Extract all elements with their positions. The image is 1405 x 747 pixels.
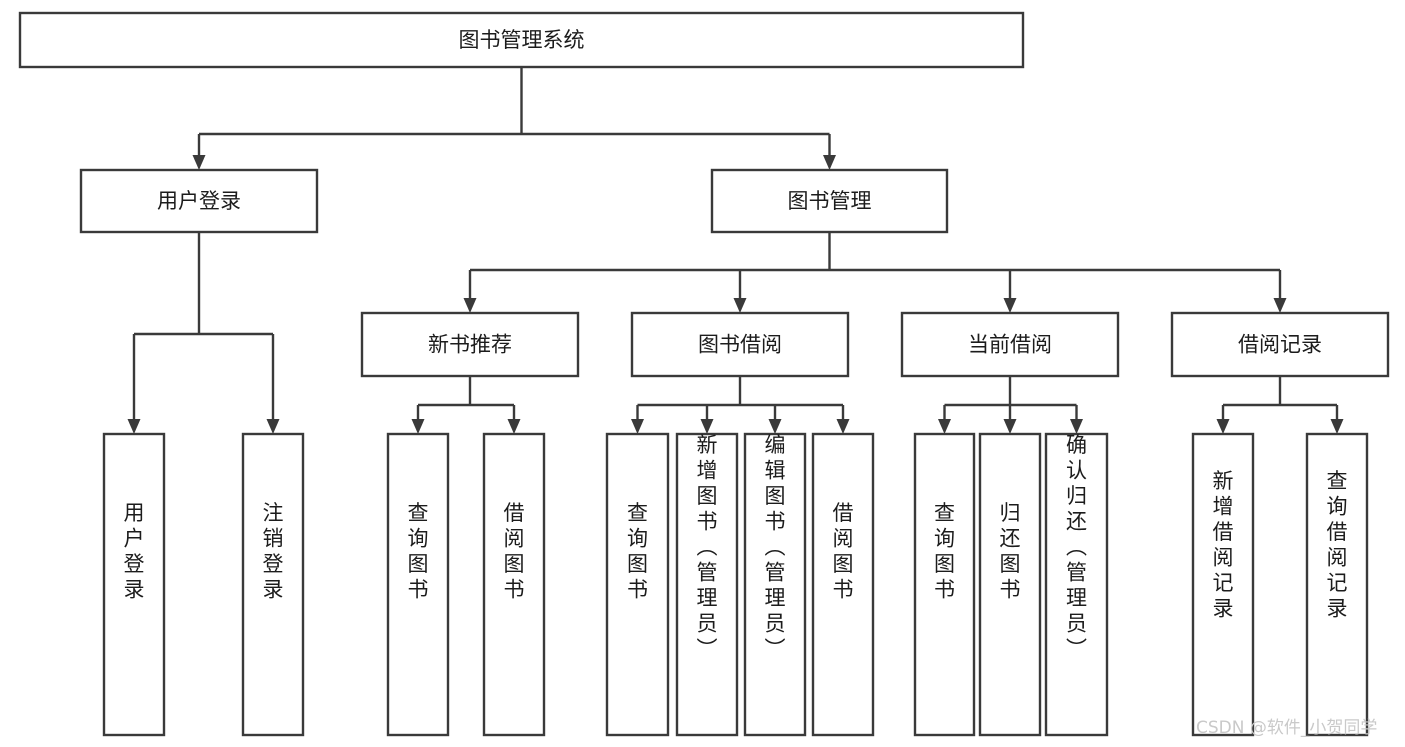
csdn-watermark: CSDN @软件_小贺同学 bbox=[1196, 718, 1377, 738]
node-label-leaf-return-book: 归还图书 bbox=[1000, 501, 1021, 602]
connector-current-borrow-to-leaves bbox=[938, 376, 1083, 434]
node-label-leaf-borrow-book: 借阅图书 bbox=[833, 501, 854, 602]
node-label-user-login: 用户登录 bbox=[157, 189, 241, 213]
node-box-root bbox=[18, 11, 1025, 69]
node-leaf-query-book-rec[interactable]: 查询图书 bbox=[386, 432, 450, 737]
connector-borrow-records-to-leaves bbox=[1216, 376, 1344, 434]
node-label-leaf-query-book-current: 查询图书 bbox=[934, 501, 955, 602]
connector-user-login-to-leaves bbox=[127, 232, 280, 434]
node-label-root: 图书管理系统 bbox=[459, 28, 585, 52]
node-box-leaf-query-book-rec bbox=[386, 432, 450, 737]
node-label-leaf-query-book-borrow: 查询图书 bbox=[627, 501, 648, 602]
node-leaf-query-book-current[interactable]: 查询图书 bbox=[913, 432, 976, 737]
node-leaf-query-borrow-record[interactable]: 查询借阅记录 bbox=[1305, 432, 1369, 737]
node-label-leaf-add-borrow-record: 新增借阅记录 bbox=[1213, 469, 1234, 621]
node-box-borrow-records bbox=[1170, 311, 1390, 378]
node-leaf-borrow-book-rec[interactable]: 借阅图书 bbox=[482, 432, 546, 737]
node-label-borrow-records: 借阅记录 bbox=[1238, 333, 1322, 357]
node-label-leaf-edit-book-admin: 编辑图书︵管理员︶ bbox=[765, 433, 786, 661]
node-user-login[interactable]: 用户登录 bbox=[79, 168, 319, 234]
node-box-book-borrow bbox=[630, 311, 850, 378]
node-leaf-logout[interactable]: 注销登录 bbox=[241, 432, 305, 737]
node-leaf-add-borrow-record[interactable]: 新增借阅记录 bbox=[1191, 432, 1255, 737]
node-label-leaf-logout: 注销登录 bbox=[263, 501, 284, 602]
node-leaf-add-book-admin[interactable]: 新增图书︵管理员︶ bbox=[675, 432, 739, 737]
node-label-book-management: 图书管理 bbox=[788, 189, 872, 213]
node-leaf-borrow-book[interactable]: 借阅图书 bbox=[811, 432, 875, 737]
connector-book-borrow-to-leaves bbox=[631, 376, 850, 434]
node-box-user-login bbox=[79, 168, 319, 234]
connector-layer bbox=[127, 67, 1344, 434]
node-root[interactable]: 图书管理系统 bbox=[18, 11, 1025, 69]
node-label-leaf-user-login: 用户登录 bbox=[124, 501, 145, 602]
node-box-leaf-user-login bbox=[102, 432, 166, 737]
node-label-leaf-borrow-book-rec: 借阅图书 bbox=[504, 501, 525, 602]
connector-root-to-level2 bbox=[192, 67, 836, 170]
node-label-leaf-query-book-rec: 查询图书 bbox=[408, 501, 429, 602]
connector-book-management-to-level3 bbox=[463, 232, 1287, 313]
node-new-book-recommend[interactable]: 新书推荐 bbox=[360, 311, 580, 378]
node-box-leaf-add-book-admin bbox=[675, 432, 739, 737]
node-leaf-user-login[interactable]: 用户登录 bbox=[102, 432, 166, 737]
node-box-leaf-borrow-book bbox=[811, 432, 875, 737]
node-leaf-edit-book-admin[interactable]: 编辑图书︵管理员︶ bbox=[743, 432, 807, 737]
node-leaf-return-book[interactable]: 归还图书 bbox=[978, 432, 1042, 737]
node-box-leaf-query-book-current bbox=[913, 432, 976, 737]
node-layer: 图书管理系统用户登录图书管理新书推荐图书借阅当前借阅借阅记录用户登录注销登录查询… bbox=[18, 11, 1390, 737]
node-label-leaf-add-book-admin: 新增图书︵管理员︶ bbox=[697, 433, 718, 661]
node-box-book-management bbox=[710, 168, 949, 234]
node-box-leaf-query-borrow-record bbox=[1305, 432, 1369, 737]
node-box-leaf-edit-book-admin bbox=[743, 432, 807, 737]
node-box-new-book-recommend bbox=[360, 311, 580, 378]
node-book-borrow[interactable]: 图书借阅 bbox=[630, 311, 850, 378]
node-current-borrow[interactable]: 当前借阅 bbox=[900, 311, 1120, 378]
node-box-leaf-confirm-return-admin bbox=[1044, 432, 1109, 737]
connector-new-book-recommend-to-leaves bbox=[411, 376, 521, 434]
node-leaf-confirm-return-admin[interactable]: 确认归还︵管理员︶ bbox=[1044, 432, 1109, 737]
node-box-leaf-query-book-borrow bbox=[605, 432, 670, 737]
node-box-leaf-return-book bbox=[978, 432, 1042, 737]
node-box-leaf-add-borrow-record bbox=[1191, 432, 1255, 737]
node-label-book-borrow: 图书借阅 bbox=[698, 333, 782, 357]
node-label-new-book-recommend: 新书推荐 bbox=[428, 333, 512, 357]
node-leaf-query-book-borrow[interactable]: 查询图书 bbox=[605, 432, 670, 737]
node-box-leaf-borrow-book-rec bbox=[482, 432, 546, 737]
node-box-current-borrow bbox=[900, 311, 1120, 378]
node-book-management[interactable]: 图书管理 bbox=[710, 168, 949, 234]
node-label-current-borrow: 当前借阅 bbox=[968, 333, 1052, 357]
node-box-leaf-logout bbox=[241, 432, 305, 737]
node-borrow-records[interactable]: 借阅记录 bbox=[1170, 311, 1390, 378]
node-label-leaf-query-borrow-record: 查询借阅记录 bbox=[1327, 469, 1348, 621]
node-label-leaf-confirm-return-admin: 确认归还︵管理员︶ bbox=[1066, 433, 1087, 661]
